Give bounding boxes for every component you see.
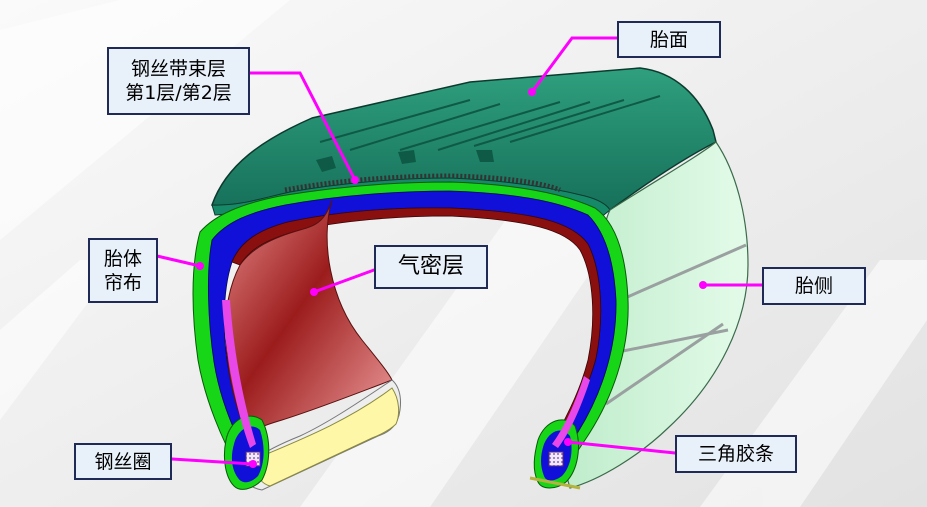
- leader-inner-liner-dot: [310, 288, 318, 296]
- leader-tread-dot: [528, 88, 536, 96]
- label-inner-liner-text: 气密层: [397, 254, 464, 279]
- label-tread: 胎面: [617, 21, 721, 58]
- leader-tread: [530, 36, 619, 94]
- leader-bead-wire: [170, 457, 255, 466]
- label-apex-text: 三角胶条: [697, 443, 774, 465]
- leader-carcass-dot: [196, 262, 204, 270]
- rim-seat-left: [255, 387, 400, 487]
- label-inner-liner: 气密层: [374, 245, 488, 289]
- belt-wire-layer: [284, 173, 561, 193]
- label-belt-line2: 第1层/第2层: [125, 82, 232, 104]
- leader-lines: [155, 36, 764, 468]
- label-carcass: 胎体 帘布: [88, 238, 158, 303]
- label-tread-text: 胎面: [649, 28, 688, 51]
- bead-left: [222, 300, 270, 490]
- leader-apex: [566, 440, 677, 455]
- label-belt: 钢丝带束层 第1层/第2层: [107, 47, 250, 115]
- sidewall-ribs: [605, 243, 747, 406]
- leader-belt-dot: [351, 176, 359, 184]
- label-carcass-line2: 帘布: [103, 271, 142, 294]
- label-sidewall-text: 胎侧: [794, 275, 833, 297]
- label-apex: 三角胶条: [675, 435, 797, 473]
- leader-bead-wire-dot: [249, 460, 257, 468]
- leader-inner-liner: [312, 268, 376, 294]
- label-bead-wire-text: 钢丝圈: [94, 450, 152, 473]
- label-carcass-line1: 胎体: [103, 247, 142, 270]
- label-sidewall: 胎侧: [762, 267, 866, 305]
- leader-carcass: [155, 254, 202, 268]
- label-belt-line1: 钢丝带束层: [130, 58, 226, 80]
- leader-apex-dot: [564, 438, 572, 446]
- label-bead-wire: 钢丝圈: [74, 443, 172, 480]
- bead-right: [529, 376, 590, 490]
- leader-belt: [248, 71, 357, 182]
- leader-sidewall-dot: [699, 281, 707, 289]
